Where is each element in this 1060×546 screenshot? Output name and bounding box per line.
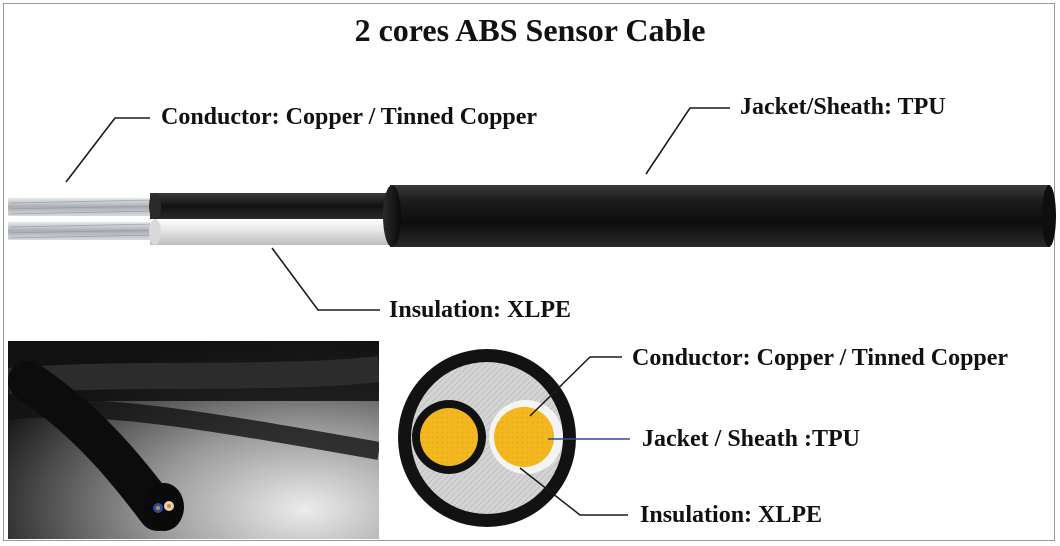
leader-jacket-side: [645, 107, 730, 175]
label-conductor-side: Conductor: Copper / Tinned Copper: [161, 104, 538, 130]
diagram-title: 2 cores ABS Sensor Cable: [354, 12, 706, 48]
leader-insulation-side: [271, 247, 380, 311]
label-conductor-section: Conductor: Copper / Tinned Copper: [632, 345, 1009, 371]
leader-conductor-section: [529, 356, 622, 417]
core-conductor-right: [494, 407, 554, 467]
core-conductor-left: [420, 408, 478, 466]
label-insulation-side: Insulation: XLPE: [389, 297, 572, 323]
leader-conductor-side: [65, 117, 150, 183]
outer-jacket: [390, 185, 1050, 247]
insulated-core-white: [150, 219, 400, 245]
jacket-end: [383, 185, 401, 247]
leader-insulation-section: [519, 467, 628, 516]
label-jacket-side: Jacket/Sheath: TPU: [740, 94, 946, 120]
insulated-core-black: [150, 193, 400, 219]
label-insulation-section: Insulation: XLPE: [640, 502, 823, 528]
cable-photo: [8, 341, 379, 539]
label-jacket-section: Jacket / Sheath :TPU: [642, 426, 860, 452]
image-frame: [3, 3, 1055, 541]
cable-cross-section: [398, 349, 576, 527]
